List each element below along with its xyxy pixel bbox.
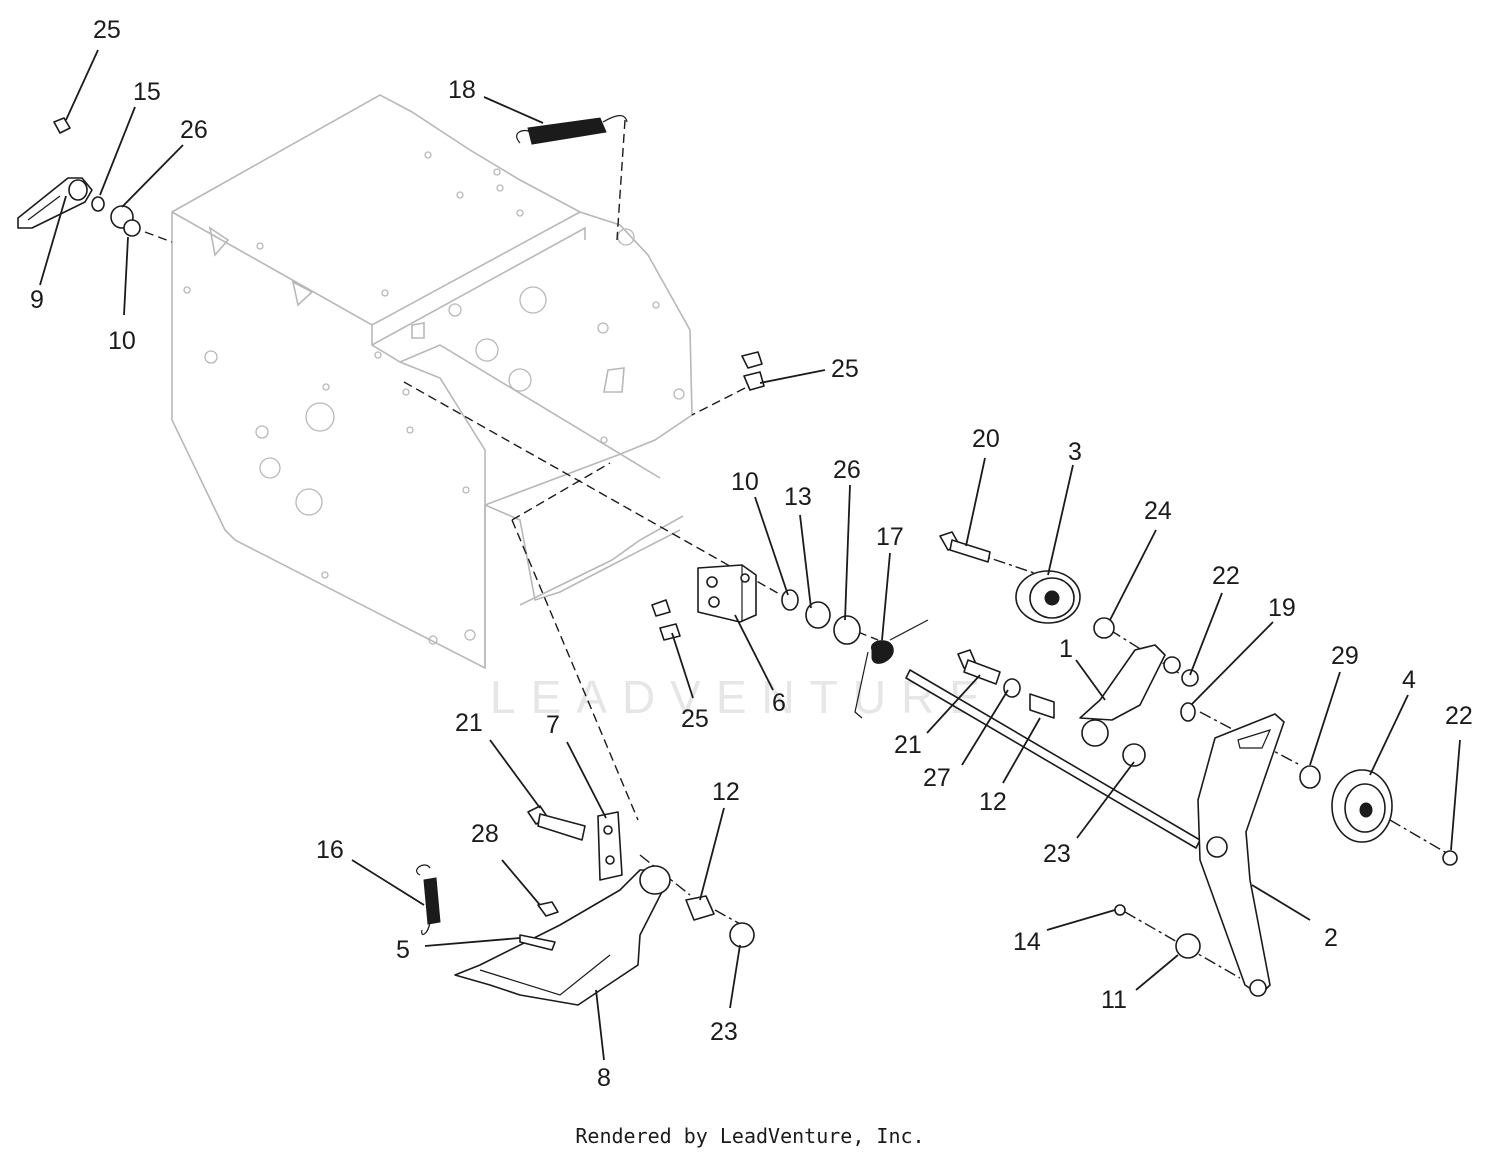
callout-1: 1: [1059, 635, 1073, 663]
callout-13: 13: [784, 483, 812, 511]
frame-housing: [171, 94, 693, 670]
part-9-lever: [17, 117, 141, 237]
part-4-pulley: [1180, 702, 1458, 866]
part-11-spacer: [1114, 904, 1201, 959]
callout-24: 24: [1144, 497, 1172, 525]
callout-25: 25: [681, 705, 709, 733]
leader-lines: [39, 49, 1461, 1061]
part-8-pedal: [454, 865, 755, 1006]
shaft-assembly: [905, 649, 1201, 849]
callout-19: 19: [1268, 594, 1296, 622]
part-20-bolt: [939, 531, 991, 563]
callout-26: 26: [180, 116, 208, 144]
callout-11: 11: [1101, 986, 1127, 1014]
callout-labels: 25 15 26 9 10 18 25 20 3 10 13 26 17 24 …: [30, 16, 1473, 1092]
part-25-bolts-lower: [651, 599, 681, 641]
callout-14: 14: [1013, 928, 1041, 956]
spacer-stack: [781, 589, 929, 719]
callout-2: 2: [1324, 924, 1338, 952]
callout-10: 10: [108, 327, 136, 355]
watermark-text: LEADVENTURE: [490, 671, 995, 723]
callout-21: 21: [894, 731, 922, 759]
part-6-bracket: [697, 564, 757, 623]
callout-20: 20: [972, 425, 1000, 453]
part-24-nut: [1093, 617, 1199, 687]
callout-21: 21: [455, 709, 483, 737]
callout-9: 9: [30, 286, 44, 314]
callout-8: 8: [597, 1064, 611, 1092]
callout-18: 18: [448, 76, 476, 104]
callout-7: 7: [546, 711, 560, 739]
callout-22: 22: [1212, 562, 1240, 590]
callout-5: 5: [396, 936, 410, 964]
footer-credit: Rendered by LeadVenture, Inc.: [575, 1124, 925, 1148]
callout-25: 25: [93, 16, 121, 44]
callout-15: 15: [133, 78, 161, 106]
callout-29: 29: [1331, 642, 1359, 670]
part-3-pulley: [1015, 570, 1081, 624]
callout-12: 12: [712, 778, 740, 806]
callout-3: 3: [1068, 438, 1082, 466]
part-18-spring: [516, 115, 628, 145]
callout-12: 12: [979, 788, 1007, 816]
callout-6: 6: [772, 689, 786, 717]
part-25-bolts-right: [741, 351, 765, 391]
callout-22: 22: [1445, 702, 1473, 730]
callout-23: 23: [710, 1018, 738, 1046]
callout-28: 28: [471, 820, 499, 848]
part-7-bracket: [527, 805, 623, 881]
callout-4: 4: [1402, 666, 1416, 694]
part-1-arm: [1079, 644, 1166, 747]
callout-23: 23: [1043, 840, 1071, 868]
part-2-idler-arm: [1197, 713, 1285, 997]
part-16-spring: [416, 864, 559, 951]
callout-16: 16: [316, 836, 344, 864]
callout-10: 10: [731, 468, 759, 496]
callout-25: 25: [831, 355, 859, 383]
callout-26: 26: [833, 456, 861, 484]
callout-27: 27: [923, 764, 951, 792]
callout-17: 17: [876, 523, 904, 551]
